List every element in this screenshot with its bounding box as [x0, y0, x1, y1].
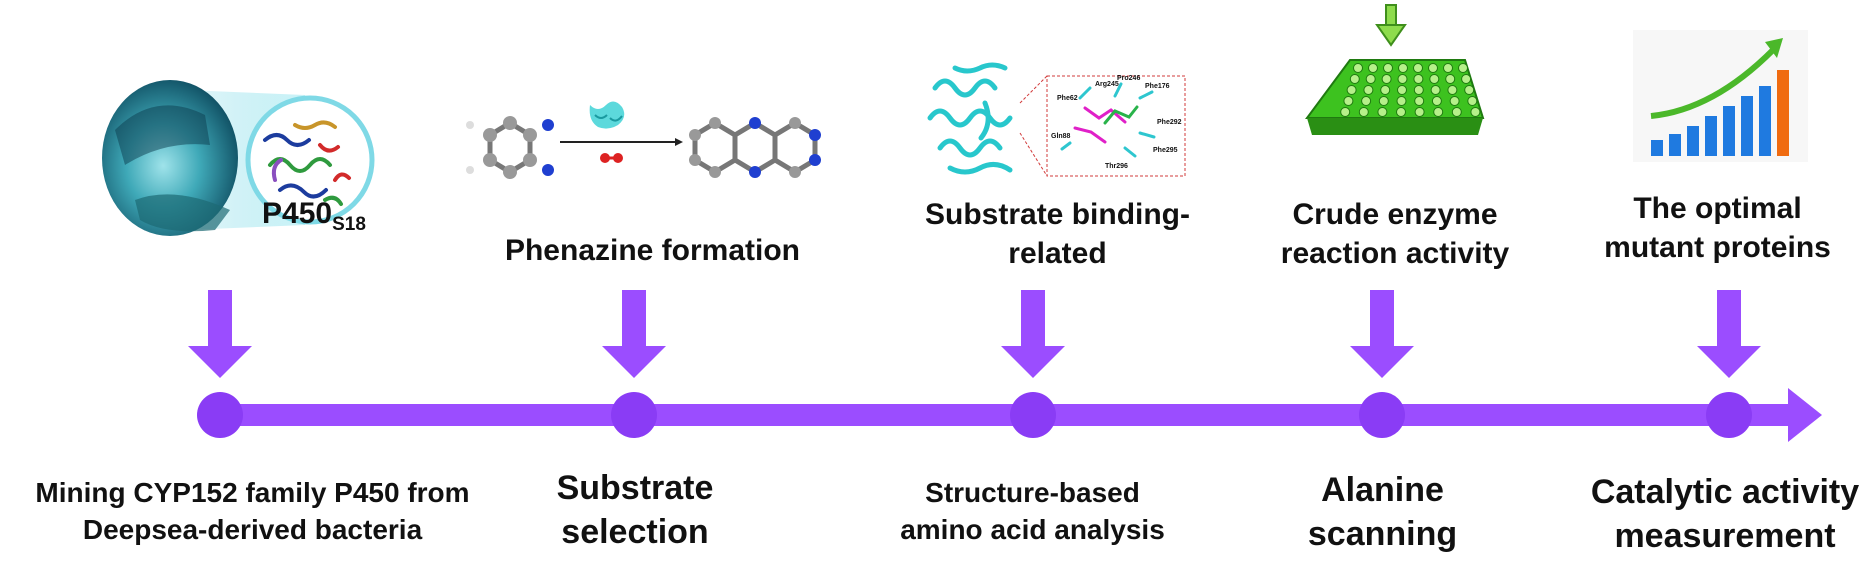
- plate-well: [1447, 85, 1458, 95]
- crude-caption-line2: reaction activity: [1280, 237, 1510, 270]
- binding-caption-line2: related: [1008, 237, 1107, 270]
- step-label-line1: Mining CYP152 family P450 from: [35, 477, 470, 508]
- plate-well: [1346, 85, 1357, 95]
- step-label-line2: selection: [561, 513, 709, 551]
- timeline-bar: [218, 404, 1790, 426]
- oxygen-molecule: [600, 153, 623, 163]
- down-arrow-icon: [1350, 290, 1414, 378]
- plate-well: [1413, 74, 1424, 84]
- optimal-caption-line1: The optimal: [1633, 192, 1802, 225]
- optimal-caption-line2: mutant proteins: [1604, 231, 1831, 264]
- enzyme-cartoon: [589, 101, 625, 129]
- step-label-line1: Structure-based: [925, 477, 1140, 508]
- timeline-arrowhead: [1788, 388, 1822, 442]
- plate-well: [1396, 107, 1406, 117]
- p450-subscript: S18: [332, 214, 366, 235]
- timeline-node: [1010, 392, 1056, 438]
- crude-caption-line1: Crude enzyme: [1292, 198, 1498, 231]
- step-label-line1: Catalytic activity: [1590, 473, 1860, 511]
- plate-well: [1343, 96, 1354, 106]
- p450-caption: P450S18: [262, 195, 366, 244]
- plate-well: [1353, 63, 1363, 73]
- plate-well: [1443, 63, 1453, 73]
- plate-well: [1363, 85, 1374, 95]
- residue-label: Thr296: [1105, 163, 1128, 170]
- well-plate-illustration: [1295, 0, 1495, 145]
- residue-label: Phe292: [1157, 119, 1182, 126]
- plate-well: [1464, 85, 1475, 95]
- step-label-substrate-selection: Substrate selection: [500, 466, 770, 554]
- down-arrow-icon: [1001, 290, 1065, 378]
- deepsea-illustration: [95, 70, 395, 250]
- plate-well: [1383, 63, 1393, 73]
- residue-label: Gln88: [1051, 133, 1071, 140]
- step-label-line2: Deepsea-derived bacteria: [82, 514, 423, 545]
- residue-label: Phe62: [1057, 95, 1078, 102]
- phenazine-caption: Phenazine formation: [504, 234, 801, 267]
- plate-well: [1449, 96, 1460, 106]
- plate-well: [1368, 63, 1378, 73]
- plate-well: [1429, 74, 1440, 84]
- plate-well: [1365, 74, 1376, 84]
- step-label-line2: measurement: [1614, 517, 1836, 555]
- residue-label: Arg245: [1095, 81, 1119, 88]
- plate-well: [1431, 96, 1442, 106]
- plate-well: [1467, 96, 1478, 106]
- plate-well: [1397, 85, 1407, 95]
- residue-label: Pro246: [1117, 75, 1140, 82]
- binding-pocket-detail: [1019, 75, 1186, 177]
- plate-well: [1458, 63, 1468, 73]
- step-label-line2: amino acid analysis: [900, 514, 1165, 545]
- plate-well: [1378, 96, 1389, 106]
- plate-well: [1396, 96, 1407, 106]
- step-label-line2: scanning: [1307, 515, 1458, 553]
- green-down-arrow-icon: [1375, 4, 1407, 47]
- step-label-alanine-scanning: Alanine scanning: [1255, 468, 1510, 556]
- plate-well: [1380, 85, 1391, 95]
- plate-well: [1430, 85, 1441, 95]
- phenazine-reaction-scheme: [450, 100, 825, 210]
- plate-well: [1414, 107, 1425, 117]
- step-label-mining: Mining CYP152 family P450 from Deepsea-d…: [0, 474, 505, 548]
- residue-label: Phe176: [1145, 83, 1170, 90]
- plate-well: [1413, 63, 1423, 73]
- plate-well: [1461, 74, 1472, 84]
- plate-well: [1451, 107, 1462, 117]
- plate-well: [1361, 96, 1372, 106]
- step-label-catalytic-activity: Catalytic activity measurement: [1575, 470, 1875, 558]
- rising-bars: [1651, 70, 1789, 156]
- plate-well: [1398, 63, 1408, 73]
- plate-well: [1397, 74, 1408, 84]
- plate-well: [1445, 74, 1456, 84]
- down-arrow-icon: [1697, 290, 1761, 378]
- plate-well: [1413, 85, 1424, 95]
- residue-label: Phe295: [1153, 147, 1178, 154]
- plate-well: [1349, 74, 1360, 84]
- plate-well: [1358, 107, 1369, 117]
- protein-cartoon: [927, 62, 1013, 175]
- plate-well: [1433, 107, 1444, 117]
- plate-well: [1377, 107, 1388, 117]
- growth-bar-illustration: [1633, 30, 1808, 162]
- timeline-node: [197, 392, 243, 438]
- growth-arrow-icon: [1650, 47, 1776, 119]
- timeline-node: [611, 392, 657, 438]
- binding-caption-line1: Substrate binding-: [925, 198, 1190, 231]
- plate-well: [1470, 107, 1481, 117]
- plate-well: [1428, 63, 1438, 73]
- down-arrow-icon: [602, 290, 666, 378]
- timeline-node: [1359, 392, 1405, 438]
- step-label-structure-analysis: Structure-based amino acid analysis: [860, 474, 1205, 548]
- down-arrow-icon: [188, 290, 252, 378]
- plate-well: [1381, 74, 1392, 84]
- p450-label: P450: [262, 197, 333, 230]
- protein-docking-illustration: Arg245 Pro246 Phe176 Phe62 Gln88 Phe292 …: [925, 48, 1190, 183]
- step-label-line1: Alanine: [1321, 471, 1444, 509]
- timeline-node: [1706, 392, 1752, 438]
- plate-well: [1414, 96, 1425, 106]
- plate-well: [1340, 107, 1351, 117]
- step-label-line1: Substrate: [556, 469, 714, 507]
